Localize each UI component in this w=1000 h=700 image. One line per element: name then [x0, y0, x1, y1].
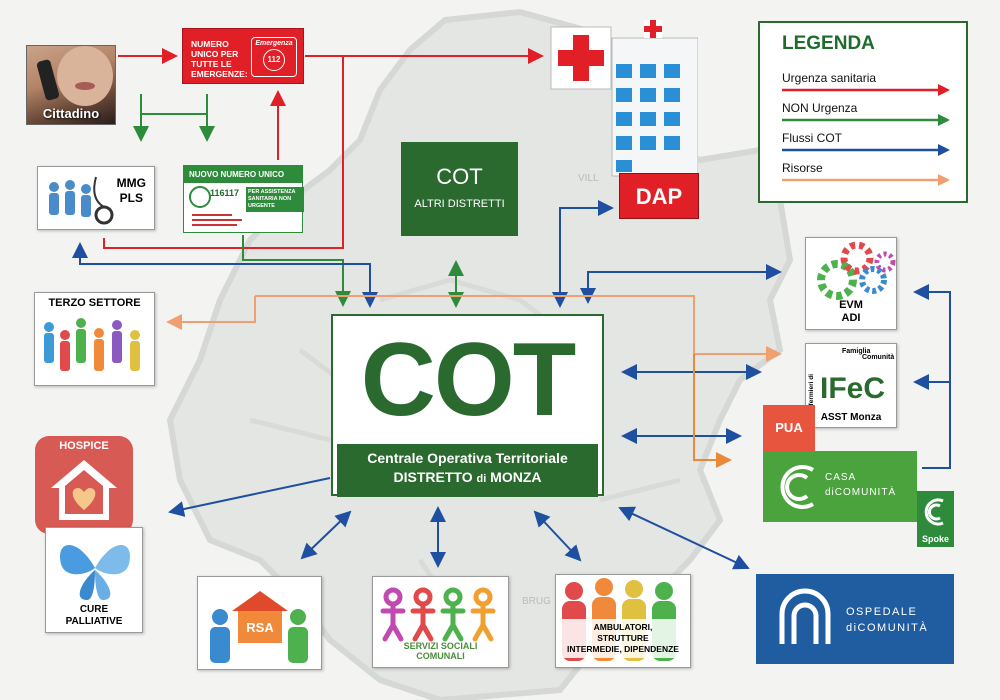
cot-main-box: COT Centrale Operativa Territoriale DIST…: [331, 314, 604, 497]
ambulatori-line2: STRUTTURE: [597, 633, 649, 643]
rsa-label: RSA: [246, 620, 274, 635]
cot-main-line2-a: DISTRETTO: [393, 469, 477, 485]
ifec-node: Famiglia Comunità Infermieri di IFeC ASS…: [805, 343, 897, 428]
ambulatori-line1: AMBULATORI,: [593, 622, 653, 632]
legend-arrows: [782, 84, 950, 186]
cot-main-line2: DISTRETTO di MONZA: [337, 468, 598, 489]
fine-print-line: [192, 219, 242, 221]
legend-arrowhead: [938, 114, 950, 126]
house-heart-icon: [51, 460, 117, 520]
casa-logo-icon: [780, 465, 815, 509]
nuovo-numero-subtext: PER ASSISTENZA SANITARIA NON URGENTE: [246, 187, 304, 212]
spoke-box: Spoke: [917, 491, 954, 547]
people-icon: [44, 318, 140, 371]
mmg-pls-node: MMG PLS: [37, 166, 155, 230]
ambulatori-node: AMBULATORI, STRUTTURE INTERMEDIE, DIPEND…: [555, 574, 691, 668]
evm-label: EVM ADI: [806, 299, 896, 325]
legend-item-risorse: Risorse: [782, 161, 823, 175]
children-icon: [380, 587, 496, 642]
casa-line2: diCOMUNITÀ: [825, 487, 897, 498]
mmg-label-line1: MMG: [116, 176, 146, 190]
rsa-elderly-icon: RSA: [210, 591, 308, 663]
fine-print-line: [192, 224, 237, 226]
cot-altri-title: COT: [436, 164, 483, 189]
legend-arrowhead: [938, 84, 950, 96]
ifec-logo: IFeC: [820, 372, 886, 405]
pua-box: PUA: [763, 405, 815, 451]
spoke-label: Spoke: [921, 534, 949, 544]
cure-palliative-node: CURE PALLIATIVE: [45, 527, 143, 633]
hospice-node: HOSPICE: [35, 436, 133, 534]
spoke-logo-icon: [924, 498, 944, 526]
cot-main-line1: Centrale Operativa Territoriale: [367, 450, 568, 466]
ospedale-line2: diCOMUNITÀ: [846, 622, 929, 634]
phone-icon: [189, 186, 211, 208]
emergency-112-box: NUMERO UNICO PER TUTTE LE EMERGENZE: Eme…: [182, 28, 304, 84]
cure-palliative-label: CURE PALLIATIVE: [46, 604, 142, 628]
evm-adi-node: EVM ADI: [805, 237, 897, 330]
evm-line2: ADI: [841, 312, 861, 324]
ambulatori-label: AMBULATORI, STRUTTURE INTERMEDIE, DIPEND…: [556, 619, 690, 658]
emergency-badge-label: Emergenza: [255, 40, 293, 47]
doctors-icon: [49, 176, 114, 225]
casa-line1: CASA: [825, 472, 857, 483]
ifec-arc1: Famiglia: [842, 348, 871, 355]
terzo-settore-node: TERZO SETTORE: [34, 292, 155, 386]
cittadino-node: Cittadino: [26, 45, 116, 125]
cure-line1: CURE: [79, 604, 109, 615]
mmg-label-line2: PLS: [119, 191, 143, 205]
legend: LEGENDA Urgenza sanitaria NON Urgenza Fl…: [758, 21, 968, 203]
evm-line1: EVM: [839, 299, 863, 311]
ospedale-comunita-box: OSPEDALE diCOMUNITÀ: [756, 574, 954, 664]
rsa-node: RSA: [197, 576, 322, 670]
emergency-number: 112: [263, 49, 285, 71]
emergency-badge: Emergenza 112: [251, 37, 297, 77]
legend-arrowhead: [938, 144, 950, 156]
map-label-brug: BRUG: [522, 596, 551, 607]
nuovo-numero-box: NUOVO NUMERO UNICO 116117 PER ASSISTENZA…: [183, 165, 304, 233]
nuovo-numero-header: NUOVO NUMERO UNICO: [184, 166, 302, 183]
cot-altri-distretti: COT ALTRI DISTRETTI: [401, 142, 518, 236]
ifec-arc2: Comunità: [862, 354, 895, 361]
emergency-text: NUMERO UNICO PER TUTTE LE EMERGENZE:: [191, 39, 248, 79]
cot-main-line2-c: MONZA: [486, 469, 542, 485]
cure-line2: PALLIATIVE: [65, 616, 123, 627]
cot-main-title: COT: [360, 322, 577, 438]
phone-person-icon: [36, 46, 113, 106]
legend-item-flussi: Flussi COT: [782, 131, 842, 145]
hospital-node: [548, 16, 699, 216]
legend-item-non-urgenza: NON Urgenza: [782, 101, 858, 115]
casa-comunita-box: CASA diCOMUNITÀ: [763, 451, 917, 522]
nuovo-numero-number: 116117: [210, 188, 240, 198]
legend-item-urgenza: Urgenza sanitaria: [782, 71, 877, 85]
servizi-line1: SERVIZI SOCIALI: [403, 641, 478, 651]
cot-main-line2-b: di: [476, 473, 487, 485]
dap-box: DAP: [619, 173, 699, 219]
servizi-line2: COMUNALI: [416, 651, 465, 661]
hospital-icon: [550, 20, 699, 177]
ospedale-line1: OSPEDALE: [846, 606, 918, 618]
gears-icon: [817, 241, 896, 300]
fine-print-line: [192, 214, 232, 216]
cot-main-subtitle: Centrale Operativa Territoriale DISTRETT…: [337, 444, 598, 497]
cot-altri-subtitle: ALTRI DISTRETTI: [414, 198, 505, 210]
butterfly-icon: [59, 545, 131, 600]
servizi-label: SERVIZI SOCIALI COMUNALI: [373, 641, 508, 661]
map-label-vill: VILL: [578, 173, 599, 184]
ospedale-logo-icon: [779, 588, 831, 644]
cittadino-label: Cittadino: [42, 106, 100, 121]
ifec-org: ASST Monza: [820, 412, 882, 423]
mmg-label: MMG PLS: [117, 176, 146, 206]
terzo-settore-label: TERZO SETTORE: [48, 297, 141, 309]
hospice-label: HOSPICE: [59, 440, 109, 452]
servizi-sociali-node: SERVIZI SOCIALI COMUNALI: [372, 576, 509, 668]
ambulatori-line3: INTERMEDIE, DIPENDENZE: [567, 644, 679, 654]
legend-arrowhead: [938, 174, 950, 186]
legend-title: LEGENDA: [782, 33, 875, 54]
